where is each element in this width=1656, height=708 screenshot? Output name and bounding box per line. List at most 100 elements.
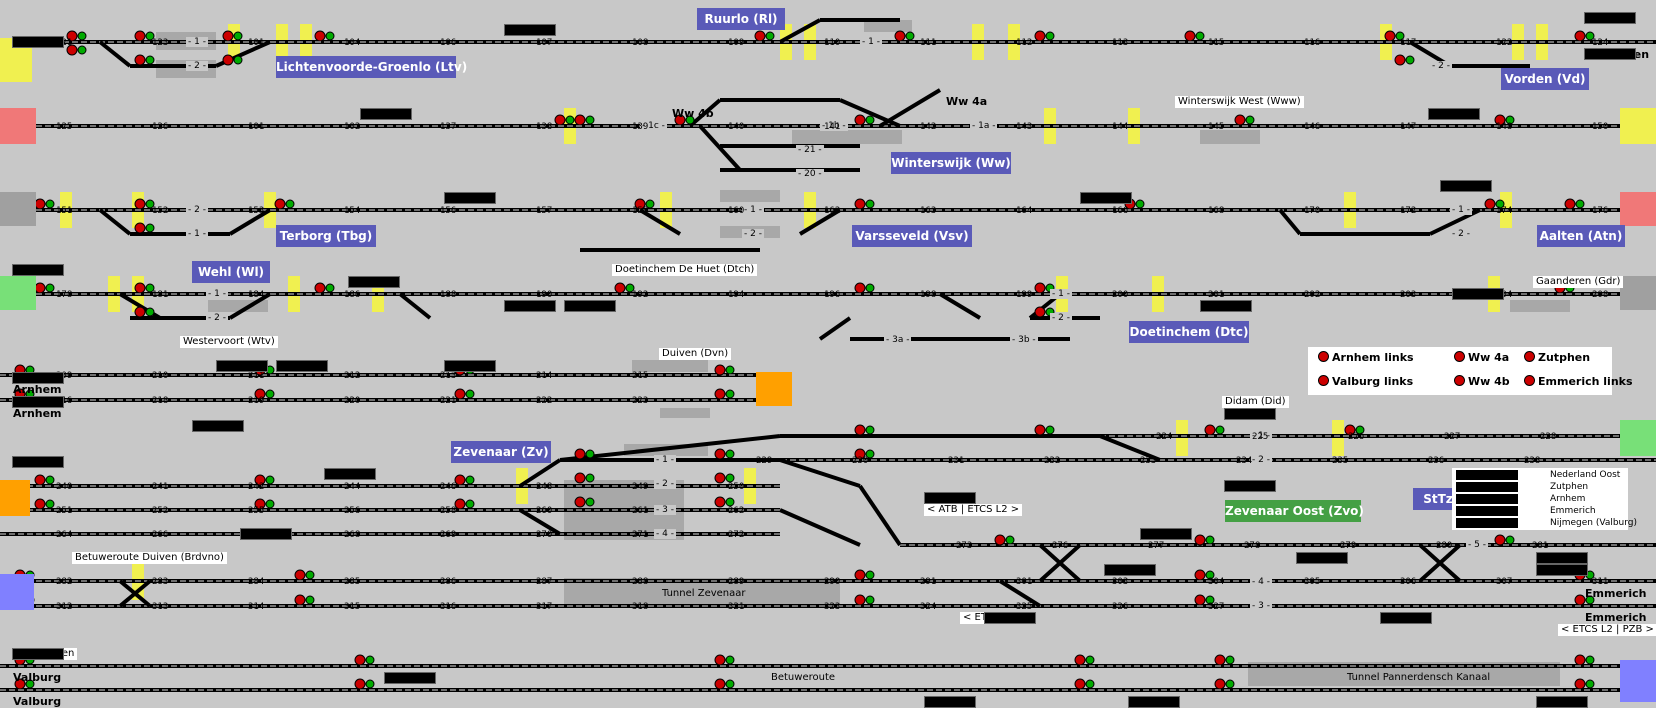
train-number-box[interactable]: [1224, 408, 1276, 420]
train-number-box[interactable]: [384, 672, 436, 684]
signal-red[interactable]: [294, 569, 306, 581]
train-number-box[interactable]: [12, 396, 64, 408]
signal-red[interactable]: [994, 534, 1006, 546]
signal-green[interactable]: [1225, 679, 1235, 689]
station-wehl[interactable]: Wehl (Wl): [192, 261, 270, 283]
signal-green[interactable]: [305, 595, 315, 605]
signal-green[interactable]: [1585, 595, 1595, 605]
track-section-tag[interactable]: - 1 -: [186, 37, 208, 47]
signal-red[interactable]: [454, 388, 466, 400]
train-number-box[interactable]: [504, 24, 556, 36]
track-section-tag[interactable]: - 20 -: [796, 169, 824, 179]
signal-green[interactable]: [1225, 655, 1235, 665]
track-section-tag[interactable]: - 2 -: [742, 229, 764, 239]
signal-green[interactable]: [233, 31, 243, 41]
legend-item[interactable]: Ww 4b: [1454, 375, 1510, 389]
edge-block[interactable]: [0, 480, 30, 516]
signal-green[interactable]: [45, 475, 55, 485]
train-number-box[interactable]: [1224, 480, 1276, 492]
signal-green[interactable]: [1205, 595, 1215, 605]
edge-block[interactable]: [1620, 660, 1656, 702]
signal-green[interactable]: [1405, 55, 1415, 65]
edge-block[interactable]: [0, 276, 36, 310]
station-varsseveld[interactable]: Varsseveld (Vsv): [852, 225, 972, 247]
signal-red[interactable]: [1484, 198, 1496, 210]
signal-green[interactable]: [725, 655, 735, 665]
train-number-box[interactable]: [1428, 108, 1480, 120]
track-section-tag[interactable]: - 1 -: [1050, 289, 1072, 299]
train-number-box[interactable]: [1536, 564, 1588, 576]
signal-green[interactable]: [865, 595, 875, 605]
train-number-box[interactable]: [1080, 192, 1132, 204]
track-section-tag[interactable]: - 2 -: [206, 313, 228, 323]
train-number-box[interactable]: [216, 360, 268, 372]
station-lichtenvoorde[interactable]: Lichtenvoorde-Groenlo (Ltv): [276, 56, 467, 78]
station-terborg[interactable]: Terborg (Tbg): [276, 225, 376, 247]
signal-green[interactable]: [145, 55, 155, 65]
track-section-tag[interactable]: - 3 -: [654, 505, 676, 515]
train-number-box[interactable]: [348, 276, 400, 288]
signal-red[interactable]: [574, 472, 586, 484]
signal-green[interactable]: [865, 115, 875, 125]
train-number-box[interactable]: [240, 528, 292, 540]
edge-block[interactable]: [0, 574, 34, 610]
signal-red[interactable]: [1194, 534, 1206, 546]
signal-green[interactable]: [1045, 425, 1055, 435]
signal-red[interactable]: [14, 678, 26, 690]
track-section-tag[interactable]: - 2 -: [1430, 61, 1452, 71]
signal-green[interactable]: [765, 31, 775, 41]
track-section-tag[interactable]: - 3b -: [1010, 335, 1038, 345]
signal-red[interactable]: [1214, 678, 1226, 690]
signal-green[interactable]: [1585, 679, 1595, 689]
signal-green[interactable]: [1195, 31, 1205, 41]
train-number-box[interactable]: [564, 300, 616, 312]
signal-green[interactable]: [1505, 535, 1515, 545]
signal-green[interactable]: [365, 679, 375, 689]
region-status-bar[interactable]: [1456, 518, 1518, 528]
train-number-box[interactable]: [1200, 300, 1252, 312]
signal-green[interactable]: [905, 31, 915, 41]
train-number-box[interactable]: [1584, 12, 1636, 24]
train-number-box[interactable]: [360, 108, 412, 120]
train-number-box[interactable]: [12, 456, 64, 468]
train-number-box[interactable]: [1104, 564, 1156, 576]
signal-green[interactable]: [1505, 115, 1515, 125]
signal-green[interactable]: [145, 31, 155, 41]
signal-green[interactable]: [865, 199, 875, 209]
track-section-tag[interactable]: - 1 -: [860, 37, 882, 47]
signal-green[interactable]: [725, 389, 735, 399]
signal-green[interactable]: [265, 475, 275, 485]
signal-red[interactable]: [614, 282, 626, 294]
signal-red[interactable]: [66, 44, 78, 56]
signal-red[interactable]: [66, 30, 78, 42]
signal-red[interactable]: [1034, 424, 1046, 436]
edge-block[interactable]: [0, 192, 36, 226]
signal-green[interactable]: [725, 449, 735, 459]
signal-green[interactable]: [585, 449, 595, 459]
signal-red[interactable]: [1574, 678, 1586, 690]
edge-block[interactable]: [756, 372, 792, 406]
signal-red[interactable]: [714, 364, 726, 376]
signal-red[interactable]: [1034, 30, 1046, 42]
train-number-box[interactable]: [324, 468, 376, 480]
signal-green[interactable]: [1245, 115, 1255, 125]
signal-green[interactable]: [325, 31, 335, 41]
train-number-box[interactable]: [276, 360, 328, 372]
signal-red[interactable]: [854, 198, 866, 210]
signal-red[interactable]: [222, 54, 234, 66]
signal-red[interactable]: [1564, 198, 1576, 210]
signal-red[interactable]: [34, 474, 46, 486]
signal-red[interactable]: [1394, 54, 1406, 66]
signal-green[interactable]: [625, 283, 635, 293]
signal-green[interactable]: [1045, 31, 1055, 41]
signal-red[interactable]: [854, 594, 866, 606]
signal-green[interactable]: [145, 283, 155, 293]
signal-green[interactable]: [45, 499, 55, 509]
signal-green[interactable]: [1575, 199, 1585, 209]
signal-red[interactable]: [1494, 114, 1506, 126]
track-section-tag[interactable]: - 4 -: [654, 529, 676, 539]
signal-red[interactable]: [134, 282, 146, 294]
signal-green[interactable]: [77, 31, 87, 41]
train-number-box[interactable]: [1440, 180, 1492, 192]
train-number-box[interactable]: [12, 648, 64, 660]
